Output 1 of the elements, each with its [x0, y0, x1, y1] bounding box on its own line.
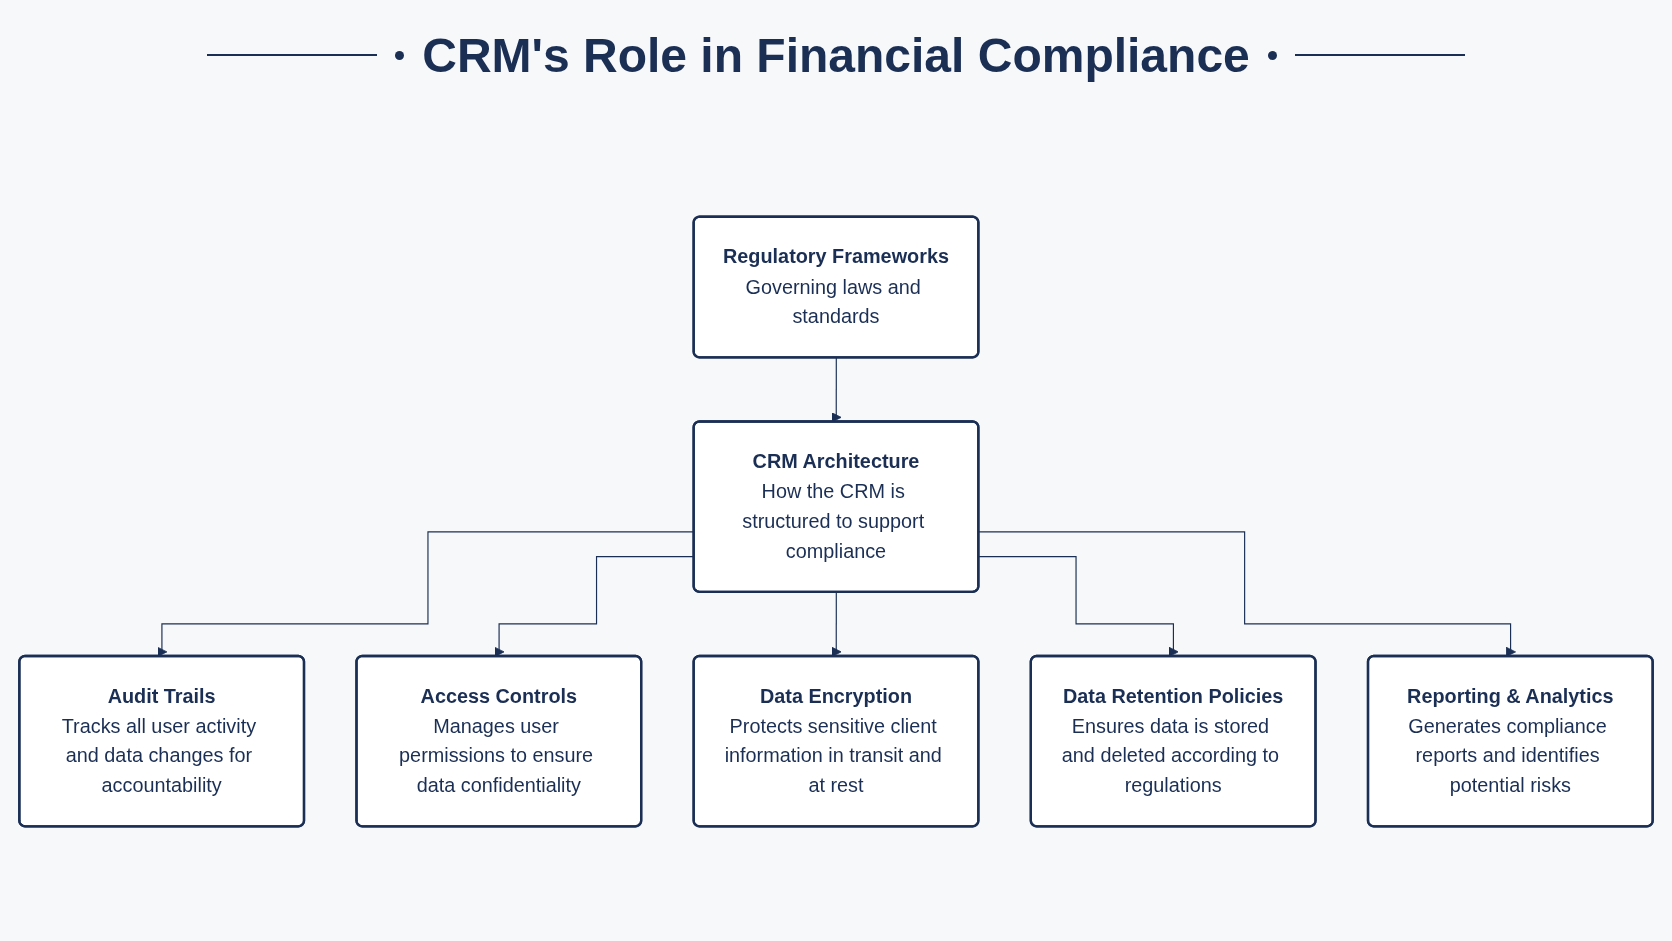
diagram-title: CRM's Role in Financial Compliance: [422, 27, 1250, 83]
